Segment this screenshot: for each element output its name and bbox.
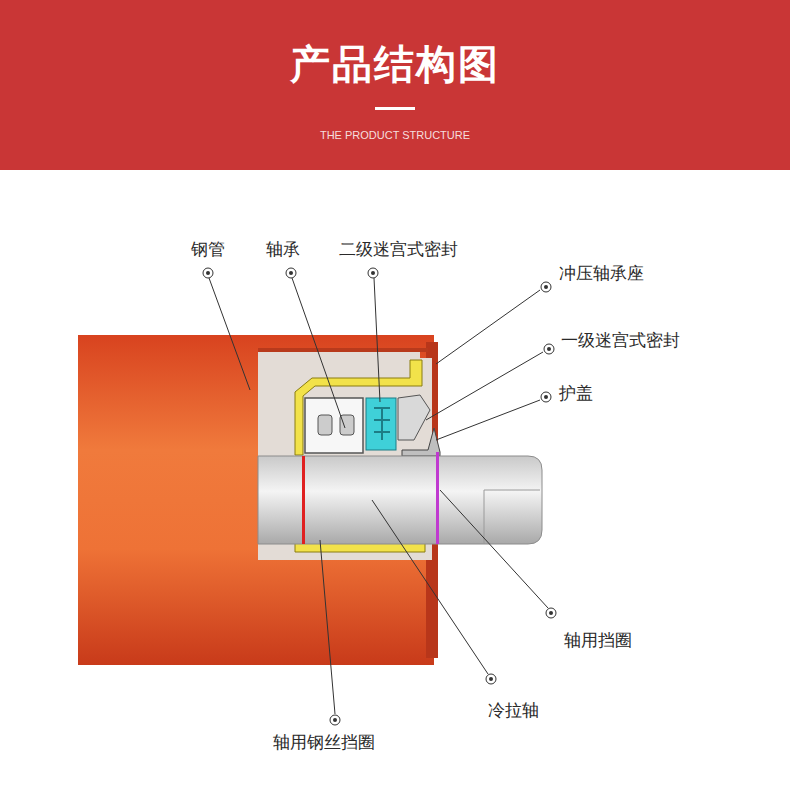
- labyrinth-seal-1: [398, 395, 430, 440]
- labyrinth-seal-2: [366, 398, 396, 450]
- shaft-circlip: [436, 452, 439, 544]
- part-label: 轴用钢丝挡圈: [272, 731, 376, 754]
- part-label: 钢管: [190, 238, 226, 261]
- leader-lines: [209, 278, 548, 714]
- part-label: 冷拉轴: [487, 699, 540, 722]
- bearing-ball: [340, 415, 354, 435]
- part-label: 冲压轴承座: [558, 262, 645, 285]
- wire-circlip: [302, 456, 305, 544]
- page-title: 产品结构图: [290, 37, 500, 92]
- part-label: 轴用挡圈: [563, 629, 633, 652]
- bearing: [305, 398, 363, 453]
- cover: [402, 428, 440, 456]
- part-label: 一级迷宫式密封: [560, 329, 681, 352]
- part-label: 二级迷宫式密封: [338, 238, 459, 261]
- page-subtitle: THE PRODUCT STRUCTURE: [320, 129, 470, 141]
- shaft-flat: [484, 490, 485, 544]
- callout-dots: [203, 268, 556, 725]
- tube-wall: [258, 348, 428, 352]
- part-label: 轴承: [265, 238, 301, 261]
- part-label: 护盖: [558, 382, 594, 405]
- cold-drawn-shaft: [258, 456, 542, 544]
- header-rule: [375, 107, 415, 110]
- bearing-ball: [318, 415, 332, 435]
